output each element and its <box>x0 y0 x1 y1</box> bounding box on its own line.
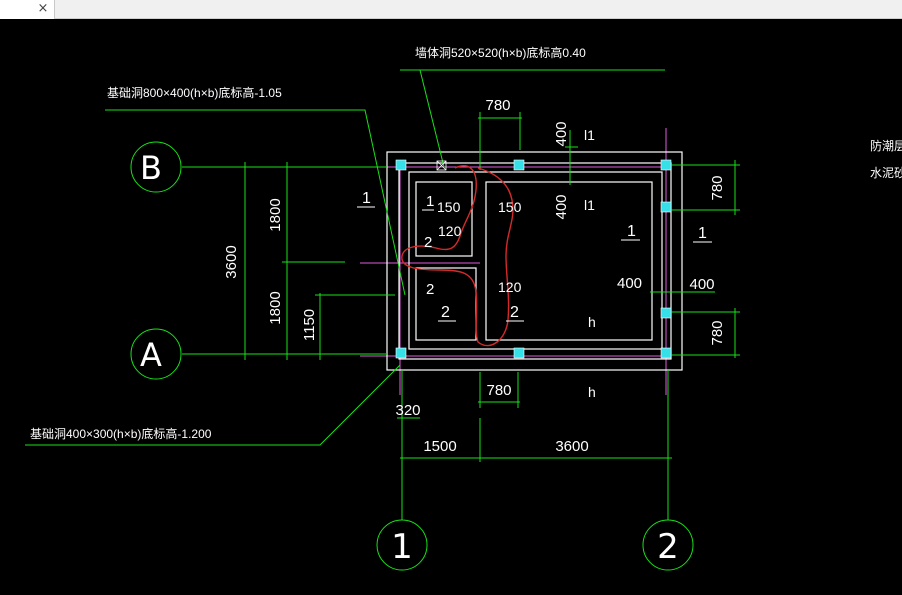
dim-bottom-780: 780 <box>486 382 511 399</box>
dim-left-1800-upper: 1800 <box>267 198 284 231</box>
label-150-b: 150 <box>498 199 522 215</box>
dim-right-780-bottom: 780 <box>709 320 726 345</box>
document-tab[interactable]: × <box>0 0 55 19</box>
document-tab-bar: × <box>0 0 902 19</box>
label-h-a: h <box>588 314 596 330</box>
dim-left-1800-lower: 1800 <box>267 291 284 324</box>
dim-right-780-top: 780 <box>709 175 726 200</box>
label-2-a: 2 <box>424 234 432 251</box>
label-120-a: 120 <box>438 223 462 239</box>
dim-inner-400-vert: 400 <box>553 194 570 219</box>
label-h-b: h <box>588 384 596 400</box>
dim-320: 320 <box>395 402 420 419</box>
axis-label-b: B <box>140 149 162 187</box>
dim-3600-bottom: 3600 <box>555 438 588 455</box>
label-2-c: 2 <box>441 304 450 321</box>
label-150-a: 150 <box>437 199 461 215</box>
dim-right-400: 400 <box>689 276 714 293</box>
label-l1-right: 1 <box>698 225 707 242</box>
dim-top-400: 400 <box>553 121 570 146</box>
dim-left-1150: 1150 <box>301 309 318 341</box>
right-note-2: 水泥砂浆 <box>870 165 902 180</box>
label-2-b: 2 <box>426 281 434 298</box>
dim-top-780: 780 <box>485 97 510 114</box>
label-l1-b: l1 <box>584 197 595 213</box>
label-120-b: 120 <box>498 279 522 295</box>
red-markup-outline <box>401 165 514 347</box>
label-l1-mid: 1 <box>627 223 636 240</box>
axis-label-a: A <box>140 336 162 374</box>
opening-marker <box>436 160 447 171</box>
wall-hole-note: 墙体洞520×520(h×b)底标高0.40 <box>415 45 586 60</box>
label-underlines <box>357 206 712 322</box>
column-markers <box>395 159 672 359</box>
green-dimension-lines <box>25 69 740 571</box>
foundation-hole-note-1: 基础洞800×400(h×b)底标高-1.05 <box>107 85 282 100</box>
close-icon[interactable]: × <box>37 1 49 16</box>
label-l1-a: l1 <box>584 127 595 143</box>
cad-drawing: B A 1 2 墙体洞520×520(h×b)底标高0.40 基础洞800×40… <box>25 45 902 571</box>
label-2-d: 2 <box>510 304 519 321</box>
walls <box>386 151 683 371</box>
cad-drawing-canvas[interactable]: B A 1 2 墙体洞520×520(h×b)底标高0.40 基础洞800×40… <box>0 20 902 595</box>
label-l1-left: 1 <box>362 190 371 207</box>
label-l1-small-top: 1 <box>426 193 434 210</box>
label-inner-400: 400 <box>617 275 642 292</box>
axis-label-2: 2 <box>657 527 679 567</box>
dim-left-3600: 3600 <box>223 245 240 278</box>
right-note-1: 防潮层1 <box>870 138 902 153</box>
axis-label-1: 1 <box>391 527 413 567</box>
foundation-hole-note-2: 基础洞400×300(h×b)底标高-1.200 <box>30 426 212 441</box>
dim-1500: 1500 <box>423 438 456 455</box>
